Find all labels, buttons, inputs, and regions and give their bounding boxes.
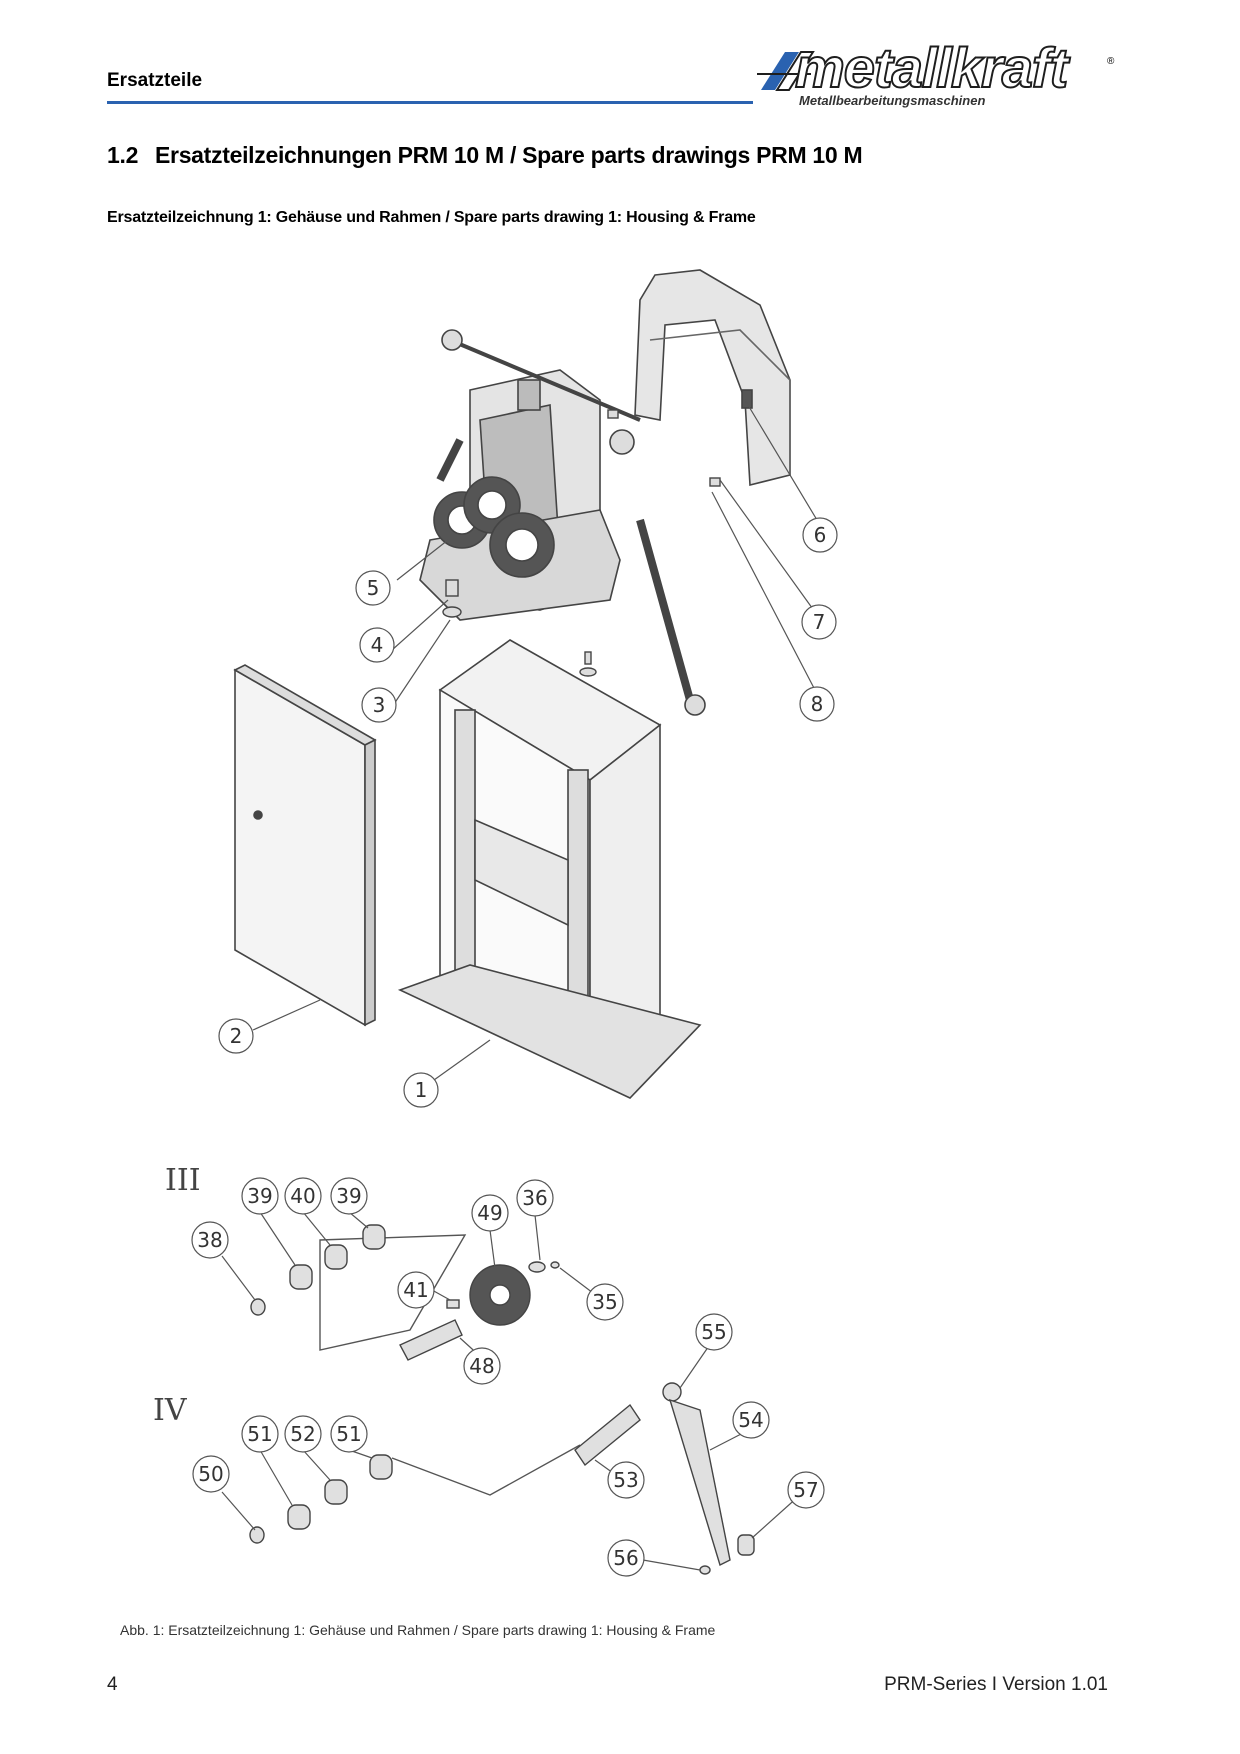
callout-57: 57 bbox=[787, 1471, 825, 1509]
callout-4-label: 4 bbox=[371, 633, 384, 657]
callout-1-label: 1 bbox=[415, 1078, 428, 1102]
callout-56: 56 bbox=[607, 1539, 645, 1577]
callout-1: 1 bbox=[403, 1072, 439, 1108]
callout-39b: 39 bbox=[330, 1177, 368, 1215]
callout-53-label: 53 bbox=[613, 1468, 638, 1492]
callout-52-label: 52 bbox=[290, 1422, 315, 1446]
section-header-label: Ersatzteile bbox=[107, 70, 203, 91]
metallkraft-logo: metallkraft ® Metallbearbeitungsmaschine… bbox=[755, 39, 1115, 112]
leader-lines-group3 bbox=[221, 1211, 598, 1359]
callout-6: 6 bbox=[802, 517, 838, 553]
callouts-main: 1 2 3 4 5 6 7 8 bbox=[218, 517, 838, 1108]
callout-8: 8 bbox=[799, 686, 835, 722]
callout-2: 2 bbox=[218, 1018, 254, 1054]
page-title: 1.2 Ersatzteilzeichnungen PRM 10 M / Spar… bbox=[107, 142, 863, 169]
section-title-text: Ersatzteilzeichnungen PRM 10 M / Spare p… bbox=[155, 142, 863, 168]
callout-57-label: 57 bbox=[793, 1478, 818, 1502]
callout-51a: 51 bbox=[241, 1415, 279, 1453]
leader-lines-group4 bbox=[221, 1339, 801, 1571]
callout-39b-label: 39 bbox=[336, 1184, 361, 1208]
callout-39a: 39 bbox=[241, 1177, 279, 1215]
frame-cabinet bbox=[397, 639, 702, 1099]
document-version: PRM-Series I Version 1.01 bbox=[884, 1674, 1108, 1695]
callout-51a-label: 51 bbox=[247, 1422, 272, 1446]
callout-3-label: 3 bbox=[373, 693, 386, 717]
callout-50-label: 50 bbox=[198, 1462, 223, 1486]
section-number: 1.2 bbox=[107, 142, 139, 168]
callouts-group3: 38 39 40 39 49 36 41 35 48 bbox=[191, 1177, 624, 1385]
callout-49-label: 49 bbox=[477, 1201, 502, 1225]
callout-49: 49 bbox=[471, 1194, 509, 1232]
callout-2-label: 2 bbox=[230, 1024, 243, 1048]
callout-36-label: 36 bbox=[522, 1186, 547, 1210]
leader-lines-main bbox=[252, 399, 821, 1081]
callout-38: 38 bbox=[191, 1221, 229, 1259]
callout-56-label: 56 bbox=[613, 1546, 638, 1570]
callout-41-label: 41 bbox=[403, 1278, 428, 1302]
callout-51b-label: 51 bbox=[336, 1422, 361, 1446]
callout-51b: 51 bbox=[330, 1415, 368, 1453]
callout-52: 52 bbox=[284, 1415, 322, 1453]
callout-53: 53 bbox=[607, 1461, 645, 1499]
group-iii-parts bbox=[250, 1224, 560, 1361]
header-rule bbox=[107, 101, 753, 104]
protective-cover bbox=[634, 269, 791, 487]
group-label-iv: IV bbox=[153, 1393, 188, 1428]
roller-machine-head bbox=[419, 329, 706, 716]
logo-subtitle: Metallbearbeitungsmaschinen bbox=[799, 93, 986, 108]
callout-55: 55 bbox=[695, 1313, 733, 1351]
callouts-group4: 50 51 52 51 53 55 54 57 56 bbox=[192, 1313, 825, 1577]
callout-3: 3 bbox=[361, 687, 397, 723]
group-label-iii: III bbox=[165, 1163, 201, 1198]
callout-54-label: 54 bbox=[738, 1408, 763, 1432]
callout-8-label: 8 bbox=[811, 692, 824, 716]
callout-55-label: 55 bbox=[701, 1320, 726, 1344]
callout-50: 50 bbox=[192, 1455, 230, 1493]
logo-mark-icon bbox=[757, 51, 815, 91]
logo-wordmark: metallkraft bbox=[794, 36, 1069, 99]
callout-7-label: 7 bbox=[813, 610, 826, 634]
callout-41: 41 bbox=[397, 1271, 435, 1309]
callout-38-label: 38 bbox=[197, 1228, 222, 1252]
callout-6-label: 6 bbox=[814, 523, 827, 547]
cabinet-door bbox=[233, 664, 377, 1027]
callout-36: 36 bbox=[516, 1179, 554, 1217]
callout-48-label: 48 bbox=[469, 1354, 494, 1378]
callout-39a-label: 39 bbox=[247, 1184, 272, 1208]
group-iv-parts bbox=[249, 1382, 755, 1575]
logo-registered-mark: ® bbox=[1107, 56, 1115, 67]
drawing-subtitle: Ersatzteilzeichnung 1: Gehäuse und Rahme… bbox=[107, 209, 756, 226]
callout-40-label: 40 bbox=[290, 1184, 315, 1208]
callout-35-label: 35 bbox=[592, 1290, 617, 1314]
callout-54: 54 bbox=[732, 1401, 770, 1439]
figure-caption: Abb. 1: Ersatzteilzeichnung 1: Gehäuse u… bbox=[120, 1622, 716, 1638]
callout-5-label: 5 bbox=[367, 576, 380, 600]
small-fasteners bbox=[442, 409, 721, 677]
callout-48: 48 bbox=[463, 1347, 501, 1385]
callout-5: 5 bbox=[355, 570, 391, 606]
callout-4: 4 bbox=[359, 627, 395, 663]
callout-40: 40 bbox=[284, 1177, 322, 1215]
callout-35: 35 bbox=[586, 1283, 624, 1321]
callout-7: 7 bbox=[801, 604, 837, 640]
page-number: 4 bbox=[107, 1674, 118, 1695]
